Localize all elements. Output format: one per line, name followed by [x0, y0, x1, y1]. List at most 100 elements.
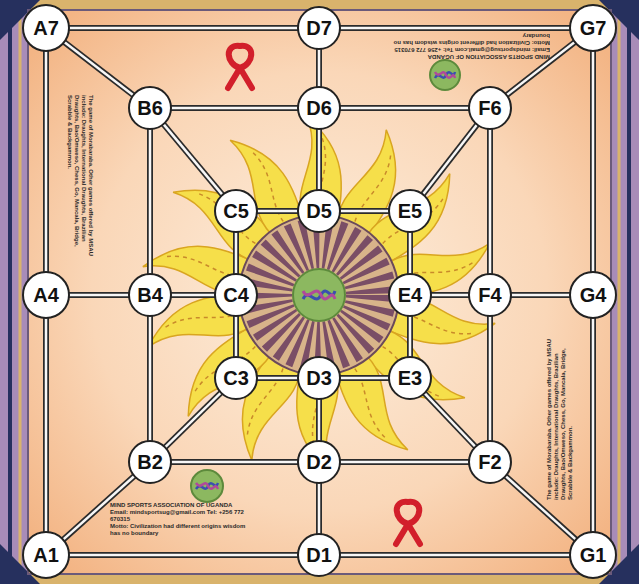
line-stroke — [45, 318, 48, 532]
board-line — [319, 129, 320, 190]
line-stroke — [149, 129, 152, 274]
board-point: B4 — [128, 273, 172, 317]
point-label: B6 — [137, 98, 163, 118]
board-point: G4 — [569, 271, 617, 319]
board-point: E5 — [388, 189, 432, 233]
info-text: Email: mindsportsug@gmail.com Tel: +256 … — [380, 46, 550, 53]
line-stroke — [431, 294, 469, 297]
line-stroke — [69, 292, 129, 298]
line-stroke — [235, 316, 238, 357]
point-label: D5 — [306, 201, 332, 221]
board-point: E4 — [388, 273, 432, 317]
board-line — [46, 51, 47, 272]
point-label: C3 — [223, 368, 249, 388]
board-line — [257, 378, 298, 379]
line-stroke — [233, 316, 239, 357]
point-label: F4 — [478, 285, 501, 305]
board-line — [340, 555, 570, 556]
line-stroke — [511, 294, 570, 297]
info-text: The game of Morabaraba. Other games offe… — [66, 95, 94, 265]
board-point: E3 — [388, 356, 432, 400]
line-stroke — [64, 42, 133, 95]
line-stroke — [165, 393, 221, 448]
board-line — [171, 108, 298, 109]
line-stroke — [590, 318, 596, 532]
line-stroke — [407, 232, 413, 274]
point-label: C5 — [223, 201, 249, 221]
board-line — [340, 28, 570, 29]
point-label: F2 — [478, 452, 501, 472]
board-point: A4 — [22, 271, 70, 319]
line-stroke — [424, 393, 475, 447]
board-point: D7 — [297, 6, 341, 50]
board-point: F6 — [468, 86, 512, 130]
line-stroke — [340, 27, 570, 30]
board-line — [593, 51, 594, 272]
board-line — [69, 28, 298, 29]
line-stroke — [69, 552, 298, 558]
board-point: D5 — [297, 189, 341, 233]
board-point: B6 — [128, 86, 172, 130]
line-stroke — [340, 459, 469, 465]
line-stroke — [407, 316, 413, 357]
line-stroke — [340, 25, 570, 31]
board-point: C3 — [214, 356, 258, 400]
line-stroke — [171, 294, 215, 297]
board-point: A7 — [22, 4, 70, 52]
board-point: F2 — [468, 440, 512, 484]
line-stroke — [409, 232, 412, 274]
board-line — [64, 42, 133, 95]
line-stroke — [316, 483, 322, 534]
line-stroke — [424, 393, 475, 447]
line-stroke — [431, 292, 469, 298]
board-line — [319, 49, 320, 87]
line-stroke — [171, 459, 298, 465]
line-stroke — [69, 294, 129, 297]
board-line — [410, 316, 411, 357]
line-stroke — [69, 25, 298, 31]
info-text: MIND SPORTS ASSOCIATION OF UGANDA — [380, 53, 550, 60]
point-label: E3 — [398, 368, 422, 388]
board-line — [236, 316, 237, 357]
line-stroke — [43, 318, 49, 532]
board-line — [69, 555, 298, 556]
info-text: Motto: Civilization had different origin… — [110, 523, 250, 537]
info-text-block: MIND SPORTS ASSOCIATION OF UGANDAEmail: … — [110, 502, 250, 537]
board-point: F4 — [468, 273, 512, 317]
line-stroke — [147, 129, 153, 274]
board-point: B2 — [128, 440, 172, 484]
point-label: E5 — [398, 201, 422, 221]
line-stroke — [316, 129, 322, 190]
board-point: D6 — [297, 86, 341, 130]
board-line — [171, 295, 215, 296]
line-stroke — [257, 208, 298, 214]
point-label: A1 — [33, 545, 59, 565]
board-line — [165, 393, 221, 448]
board-line — [46, 318, 47, 532]
line-stroke — [171, 292, 215, 298]
line-stroke — [235, 232, 238, 274]
line-stroke — [340, 105, 469, 111]
board-line — [319, 483, 320, 534]
point-label: D3 — [306, 368, 332, 388]
line-stroke — [340, 375, 389, 381]
line-stroke — [590, 51, 596, 272]
line-stroke — [171, 107, 298, 110]
line-stroke — [409, 316, 412, 357]
point-label: B4 — [137, 285, 163, 305]
info-text: Email: mindsportsug@gmail.com Tel: +256 … — [110, 509, 250, 523]
line-stroke — [257, 210, 298, 213]
board-point: G7 — [569, 4, 617, 52]
line-stroke — [45, 51, 48, 272]
info-text-block: The game of Morabaraba. Other games offe… — [546, 330, 574, 500]
info-text: MIND SPORTS ASSOCIATION OF UGANDA — [110, 502, 250, 509]
line-stroke — [165, 393, 221, 448]
info-text: The game of Morabaraba. Other games offe… — [546, 330, 574, 500]
line-stroke — [64, 42, 133, 95]
line-stroke — [511, 292, 570, 298]
line-stroke — [316, 399, 322, 441]
line-stroke — [487, 316, 493, 441]
board-line — [340, 378, 389, 379]
line-stroke — [257, 377, 298, 380]
board-line — [236, 232, 237, 274]
